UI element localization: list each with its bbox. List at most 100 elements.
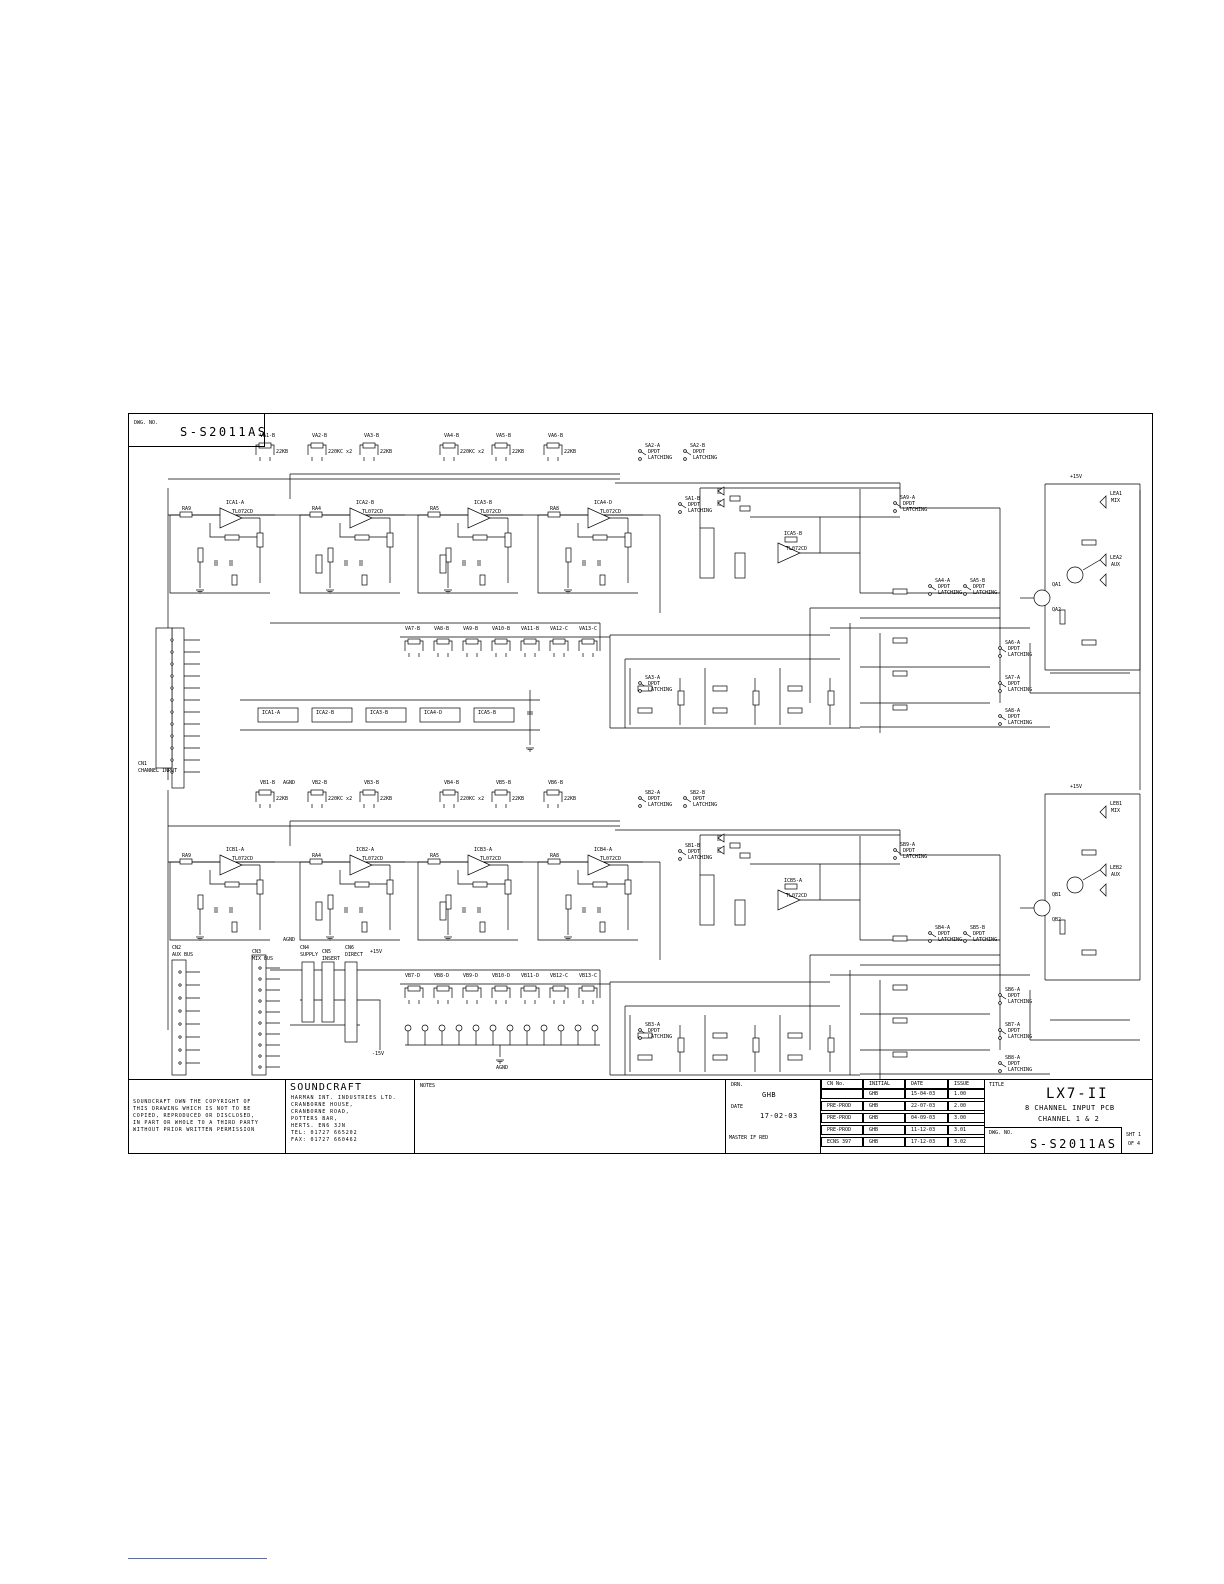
revision-value: PRE-PROD bbox=[827, 1127, 852, 1133]
connector-pin bbox=[170, 674, 174, 678]
connector-pin bbox=[178, 970, 182, 974]
company-address-line: CRANBORNE ROAD, bbox=[291, 1109, 350, 1115]
ic-part: TL072CD bbox=[600, 509, 622, 515]
switch-contact bbox=[638, 681, 642, 685]
switch-mode: LATCHING bbox=[903, 854, 928, 860]
transistor-ref: QB2 bbox=[1052, 917, 1062, 923]
revision-value: 15-04-03 bbox=[911, 1091, 936, 1097]
pot-symbol bbox=[465, 638, 479, 645]
transistor-symbol bbox=[1033, 589, 1051, 607]
connector-label: AUX BUS bbox=[172, 952, 194, 958]
pot-symbol bbox=[439, 554, 447, 574]
switch-contact bbox=[963, 592, 967, 596]
revision-cell bbox=[863, 1137, 905, 1147]
pot-value: 220KC x2 bbox=[460, 449, 485, 455]
wire bbox=[299, 515, 400, 594]
decoupling-cap bbox=[404, 1024, 412, 1032]
switch-mode: LATCHING bbox=[903, 507, 928, 513]
switch-contact bbox=[683, 449, 687, 453]
company-address-line: HERTS. EN6 3JN bbox=[291, 1123, 346, 1129]
ic-ref: ICA4-D bbox=[594, 500, 613, 506]
switch-ref: SB1-B bbox=[685, 843, 701, 849]
company-name: SOUNDCRAFT bbox=[290, 1082, 363, 1093]
connector-pin bbox=[170, 710, 174, 714]
diode-symbol bbox=[717, 833, 725, 843]
ic-part: TL072CD bbox=[232, 509, 254, 515]
ic-part: TL072CD bbox=[786, 546, 808, 552]
connector-ref: CN2 bbox=[172, 945, 182, 951]
pot-ref: VA5-B bbox=[496, 433, 512, 439]
switch-desc: DPDT bbox=[693, 796, 706, 802]
pot-symbol bbox=[827, 1037, 835, 1053]
resistor-symbol bbox=[354, 534, 370, 541]
decoupling-cap bbox=[523, 1024, 531, 1032]
resistor-symbol bbox=[386, 879, 394, 895]
revision-value: GHB bbox=[869, 1127, 879, 1133]
opamp-symbol bbox=[587, 854, 611, 876]
switch-mode: LATCHING bbox=[1008, 687, 1033, 693]
revision-value: 11-12-03 bbox=[911, 1127, 936, 1133]
wire bbox=[339, 523, 355, 538]
resistor-symbol bbox=[729, 495, 741, 502]
sheet-of: OF 4 bbox=[1128, 1141, 1141, 1147]
switch-ref: SA6-A bbox=[1005, 640, 1021, 646]
switch-ref: SB8-A bbox=[1005, 1055, 1021, 1061]
ic-part: TL072CD bbox=[362, 856, 384, 862]
switch-contact bbox=[678, 849, 682, 853]
transistor-symbol bbox=[1066, 566, 1084, 584]
switch-contact bbox=[638, 1028, 642, 1032]
ic-supply-ref: ICA4-D bbox=[424, 710, 443, 716]
title-block bbox=[128, 1079, 1153, 1154]
connector-pin bbox=[258, 1054, 262, 1058]
wire bbox=[209, 870, 225, 885]
ic-ref: ICA1-A bbox=[226, 500, 245, 506]
led-label: MIX bbox=[1111, 498, 1121, 504]
switch-mode: LATCHING bbox=[648, 802, 673, 808]
decoupling-cap bbox=[506, 1024, 514, 1032]
revision-value: 2.00 bbox=[954, 1103, 967, 1109]
switch-contact bbox=[963, 939, 967, 943]
title-line-2: 8 CHANNEL INPUT PCB bbox=[1025, 1104, 1115, 1112]
pot-symbol bbox=[310, 442, 324, 449]
pot-ref: VA1-B bbox=[260, 433, 276, 439]
resistor-symbol bbox=[892, 588, 908, 595]
resistor-symbol bbox=[179, 511, 193, 518]
led-label: AUX bbox=[1111, 872, 1121, 878]
switch-desc: DPDT bbox=[1008, 714, 1021, 720]
supply-pos: +15V bbox=[370, 949, 383, 955]
switch-contact bbox=[678, 857, 682, 861]
drn-value: GHB bbox=[762, 1091, 777, 1099]
connector-pin bbox=[258, 966, 262, 970]
transistor-symbol bbox=[1033, 899, 1051, 917]
ic-ref: ICB5-A bbox=[784, 878, 803, 884]
connector-pin bbox=[178, 1009, 182, 1013]
pot-symbol bbox=[581, 638, 595, 645]
switch-ref: SA5-B bbox=[970, 578, 986, 584]
switch-ref: SA3-A bbox=[645, 675, 661, 681]
pot-ref: VB1-B bbox=[260, 780, 276, 786]
copyright-line: WITHOUT PRIOR WRITTEN PERMISSION bbox=[133, 1127, 255, 1133]
switch-ref: SA2-A bbox=[645, 443, 661, 449]
pot-symbol bbox=[546, 442, 560, 449]
pot-ref: VB13-C bbox=[579, 973, 598, 979]
led-ref: LEA2 bbox=[1110, 555, 1123, 561]
connector-pin bbox=[170, 650, 174, 654]
connector-pin bbox=[170, 662, 174, 666]
dwg-no-label: DWG. NO. bbox=[134, 420, 159, 426]
opamp-symbol bbox=[777, 542, 801, 564]
switch-mode: LATCHING bbox=[1008, 999, 1033, 1005]
pot-symbol bbox=[546, 789, 560, 796]
switch-contact bbox=[998, 654, 1002, 658]
revision-cell bbox=[821, 1113, 863, 1123]
switch-contact bbox=[638, 449, 642, 453]
resistor-symbol bbox=[599, 574, 606, 586]
pot-symbol bbox=[407, 985, 421, 992]
connector-pin bbox=[170, 758, 174, 762]
resistor-symbol bbox=[892, 935, 908, 942]
switch-desc: DPDT bbox=[903, 848, 916, 854]
resistor-symbol bbox=[309, 858, 323, 865]
bus-connector bbox=[171, 959, 187, 1076]
pot-symbol bbox=[552, 638, 566, 645]
resistor-symbol bbox=[472, 881, 488, 888]
